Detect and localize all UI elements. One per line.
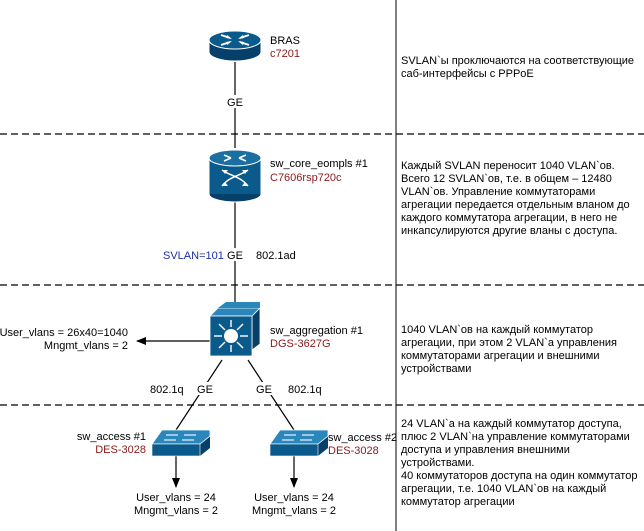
description-line: коммутаторами агрегации и внешними xyxy=(401,350,600,362)
workgroup-switch-icon xyxy=(269,429,329,457)
aggregation-name: sw_aggregation #1 xyxy=(270,325,363,337)
description-line: VLAN`ов. Управление коммутаторами xyxy=(401,186,596,198)
link-label-agg-access2: GE xyxy=(256,384,272,396)
layer3-switch-icon xyxy=(209,301,261,357)
description-line: доступа и управления внешними xyxy=(401,444,570,456)
access2-mngmt-vlans: Mngmt_vlans = 2 xyxy=(252,505,336,517)
bras-description: SVLAN`ы проключаются на соответствующие … xyxy=(401,55,634,81)
workgroup-switch-icon xyxy=(151,429,211,457)
bras-model: c7201 xyxy=(270,48,300,60)
bras-name: BRAS xyxy=(270,35,300,47)
access1-mngmt-vlans: Mngmt_vlans = 2 xyxy=(134,505,218,517)
description-line: коммутатор агрегации xyxy=(401,496,515,508)
link-label-core-aggregation: GE xyxy=(227,250,243,262)
description-line: агрегации передается отдельным вланом до xyxy=(401,199,630,211)
description-line: Всего 12 SVLAN`ов, т.е. в общем – 12480 xyxy=(401,173,612,185)
description-line: агрегации, т.е. 1040 VLAN`ов на каждый xyxy=(401,483,607,495)
aggregation-description: 1040 VLAN`ов на каждый коммутатор агрега… xyxy=(401,324,617,376)
aggregation-model: DGS-3627G xyxy=(270,338,331,350)
svlan-label: SVLAN=101 xyxy=(163,250,224,262)
access2-name: sw_access #2 xyxy=(328,432,397,444)
access1-user-vlans: User_vlans = 24 xyxy=(136,492,216,504)
access2-user-vlans: User_vlans = 24 xyxy=(254,492,334,504)
description-line: агрегации, при этом 2 VLAN`а управления xyxy=(401,337,617,349)
aggregation-mngmt-vlans: Mngmt_vlans = 2 xyxy=(44,340,128,352)
access2-model: DES-3028 xyxy=(328,445,379,457)
protocol-label-agg-access1: 802.1q xyxy=(150,384,184,396)
switch-router-icon xyxy=(208,149,262,203)
router-icon xyxy=(208,30,262,62)
protocol-label-core-aggregation: 802.1ad xyxy=(256,250,296,262)
description-line: 40 коммутаторов доступа на один коммутат… xyxy=(401,470,638,482)
link-label-bras-core: GE xyxy=(227,97,243,109)
description-line: саб-интерфейсы с PPPoE xyxy=(401,68,534,80)
description-line: устройствами. xyxy=(401,457,475,469)
aggregation-user-vlans: User_vlans = 26x40=1040 xyxy=(0,327,128,339)
link-label-agg-access1: GE xyxy=(197,384,213,396)
core-model: C7606rsp720c xyxy=(270,172,342,184)
description-line: 24 VLAN`а на каждый коммутатор доступа, xyxy=(401,418,622,430)
access1-model: DES-3028 xyxy=(95,444,146,456)
description-line: инкапсулируются другие вланы с доступа. xyxy=(401,225,618,237)
access-description: 24 VLAN`а на каждый коммутатор доступа, … xyxy=(401,418,637,509)
access1-name: sw_access #1 xyxy=(77,431,146,443)
core-name: sw_core_eompls #1 xyxy=(270,158,368,170)
description-line: 1040 VLAN`ов на каждый коммутатор xyxy=(401,324,593,336)
protocol-label-agg-access2: 802.1q xyxy=(288,384,322,396)
description-line: SVLAN`ы проключаются на соответствующие xyxy=(401,55,635,67)
core-description: Каждый SVLAN переносит 1040 VLAN`ов. Все… xyxy=(401,160,630,238)
description-line: плюс 2 VLAN`на управление коммутаторами xyxy=(401,431,630,443)
description-line: Каждый SVLAN переносит 1040 VLAN`ов. xyxy=(401,160,615,172)
description-line: каждого коммутатора агрегации, в него не xyxy=(401,212,618,224)
description-line: устройствами xyxy=(401,363,472,375)
